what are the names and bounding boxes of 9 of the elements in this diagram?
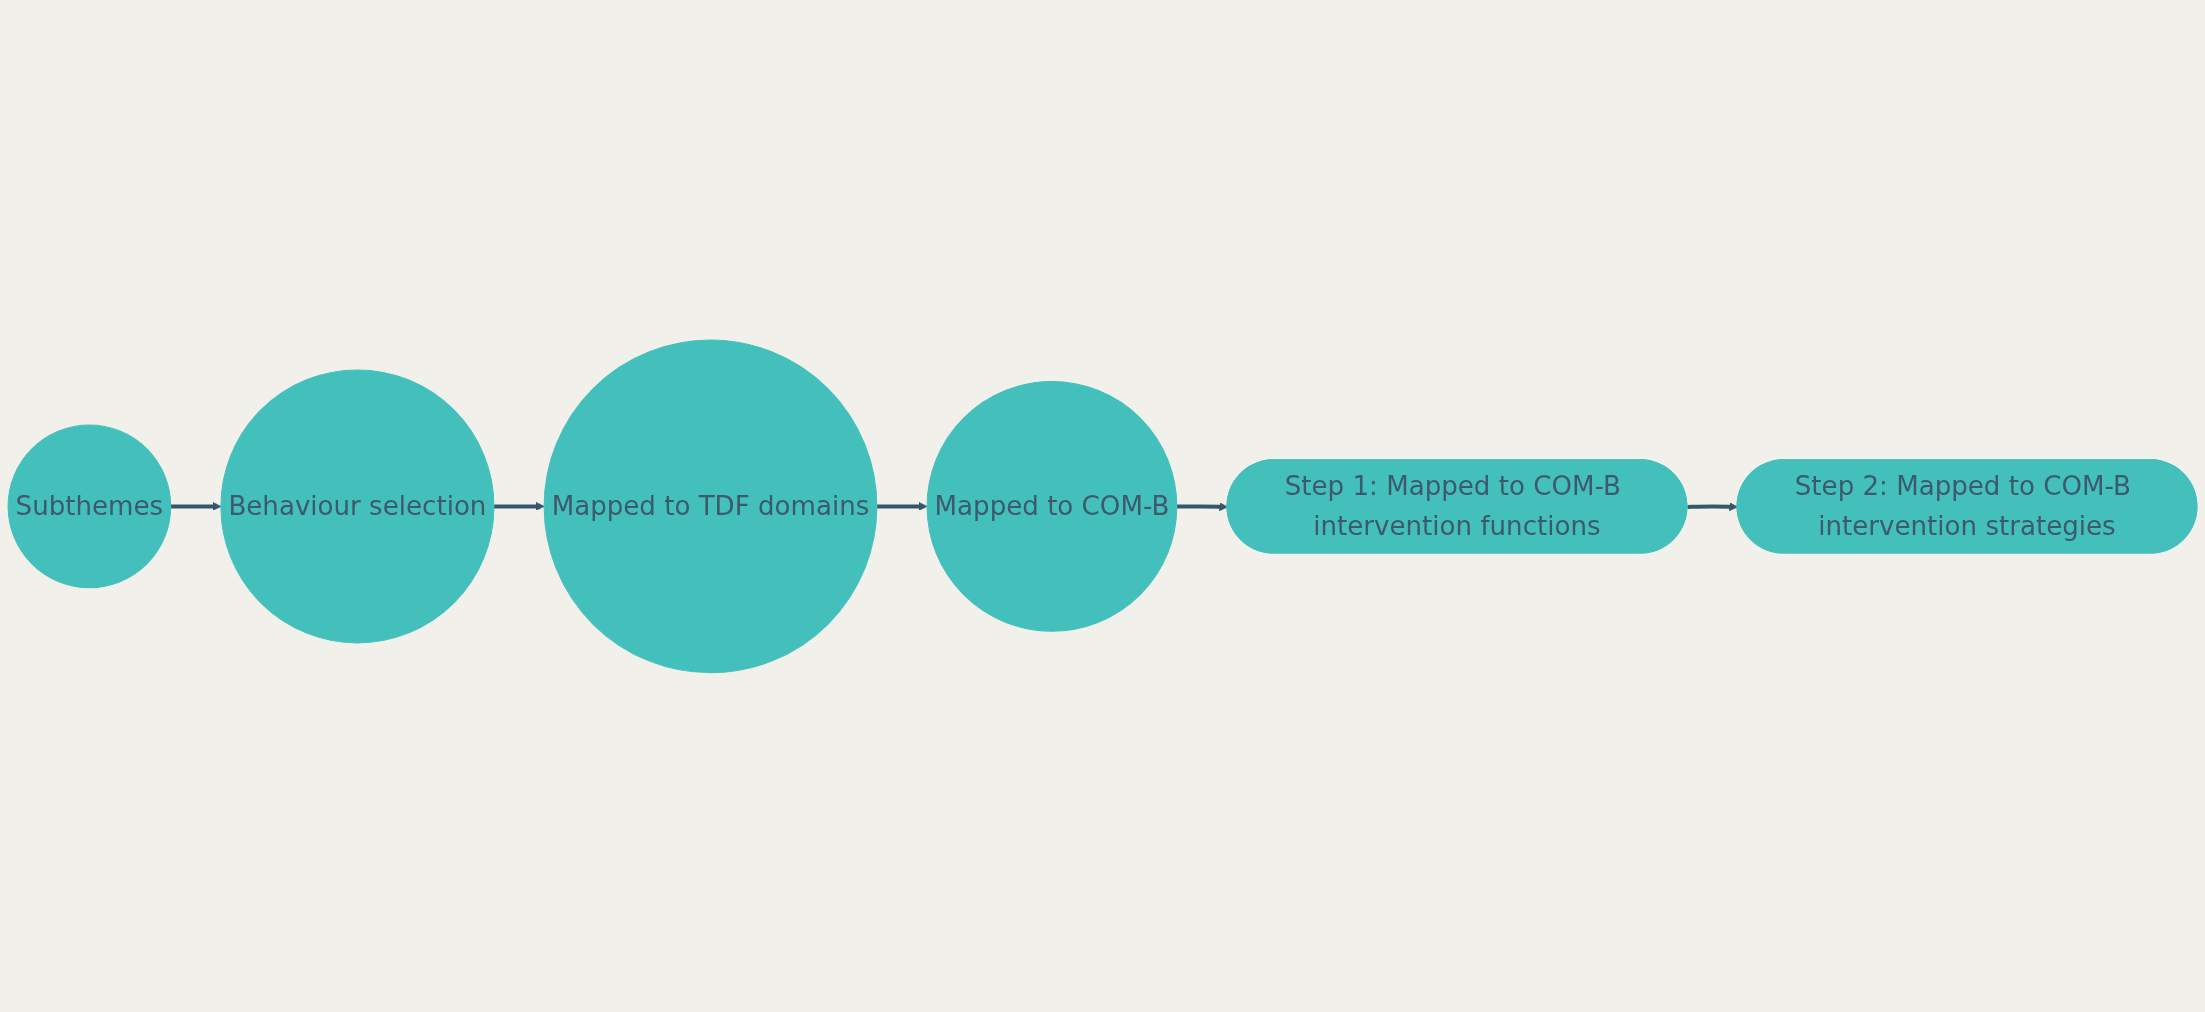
arrow <box>876 501 928 511</box>
arrow <box>493 501 545 511</box>
arrow <box>1176 501 1228 511</box>
arrow <box>170 501 222 511</box>
node-circle: Subthemes <box>7 424 172 588</box>
arrow <box>1687 501 1738 511</box>
node-circle: Behaviour selection <box>220 368 495 644</box>
node-circle: Mapped to COM-B <box>926 380 1178 632</box>
node-circle: Mapped to TDF domains <box>543 339 878 673</box>
